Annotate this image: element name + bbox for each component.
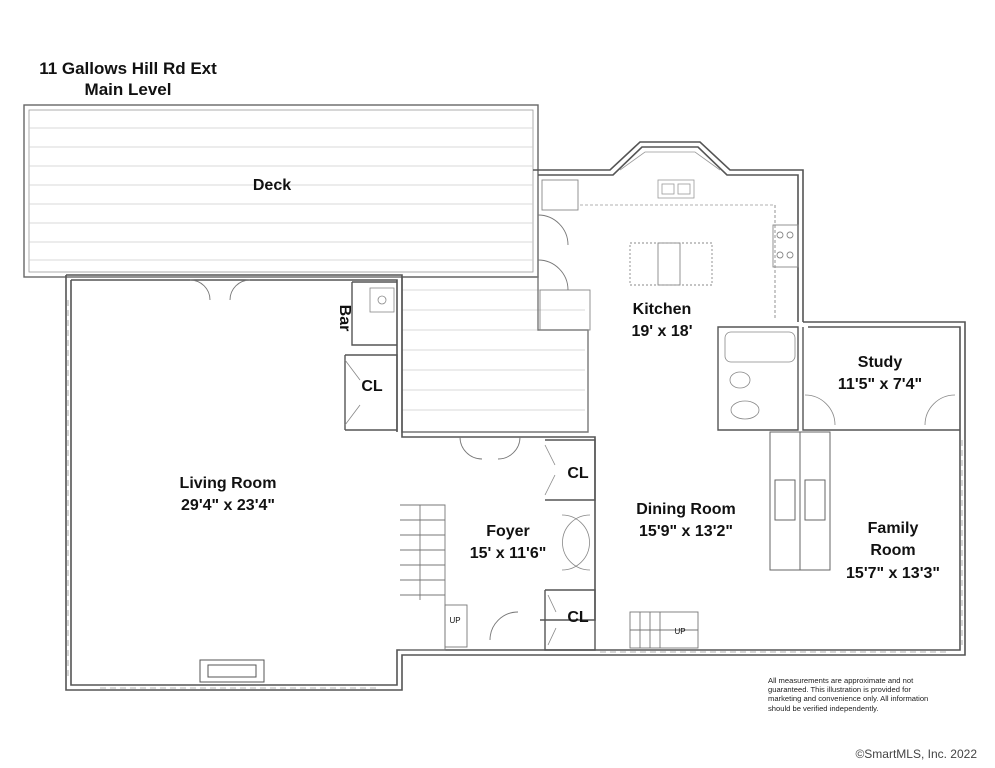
kitchen-dims: 19' x 18' — [632, 323, 693, 340]
stairs-up-label-2: UP — [674, 627, 685, 636]
stairs-up-label-1: UP — [449, 616, 460, 625]
bar-closet-walls — [344, 281, 398, 431]
windows — [67, 300, 963, 689]
living-room-dims: 29'4" x 23'4" — [181, 497, 275, 514]
family-room-name-1: Family — [868, 520, 919, 537]
copyright-text: ©SmartMLS, Inc. 2022 — [855, 747, 977, 761]
bath-study-walls — [717, 326, 960, 431]
bay-window — [580, 151, 775, 206]
kitchen-name: Kitchen — [633, 301, 692, 318]
plan-header: 11 Gallows Hill Rd Ext Main Level — [18, 58, 238, 100]
rear-stairs — [629, 611, 699, 649]
foyer-name: Foyer — [486, 523, 530, 540]
living-fireplace — [199, 659, 265, 683]
exterior-walls — [65, 141, 966, 691]
family-room-dims: 15'7" x 13'3" — [846, 565, 940, 582]
family-room-name-2: Room — [870, 542, 915, 559]
main-stairs — [400, 504, 519, 651]
family-room-columns — [769, 431, 831, 571]
interior-walls — [544, 439, 596, 651]
deck-label: Deck — [253, 177, 291, 194]
living-room-name: Living Room — [180, 475, 277, 492]
closet-label-1: CL — [361, 378, 383, 395]
deck-area — [23, 104, 589, 433]
foyer-dims: 15' x 11'6" — [470, 545, 547, 562]
bar-label: Bar — [336, 305, 353, 332]
dining-room-name: Dining Room — [636, 501, 736, 518]
dining-room-dims: 15'9" x 13'2" — [639, 523, 733, 540]
study-name: Study — [858, 354, 903, 371]
level-title: Main Level — [84, 80, 172, 99]
disclaimer-note: All measurements are approximate and not… — [768, 676, 929, 713]
kitchen-fixtures — [539, 179, 799, 331]
closet-label-2: CL — [567, 465, 589, 482]
closet-label-3: CL — [567, 609, 589, 626]
deck-doors — [189, 214, 569, 460]
address-title: 11 Gallows Hill Rd Ext — [39, 59, 217, 78]
study-dims: 11'5" x 7'4" — [838, 376, 922, 393]
